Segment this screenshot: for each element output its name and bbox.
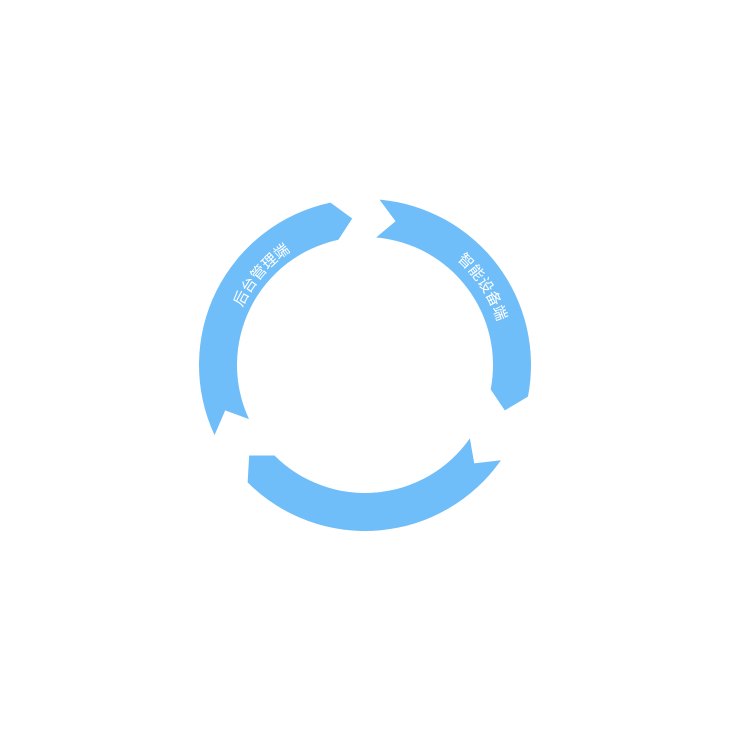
segment-label-mobile: 移动端 [344, 541, 390, 560]
cycle-segment-admin-backend [199, 202, 353, 436]
cycle-segment-smart-device [376, 199, 531, 411]
cycle-segment-mobile [247, 438, 501, 531]
